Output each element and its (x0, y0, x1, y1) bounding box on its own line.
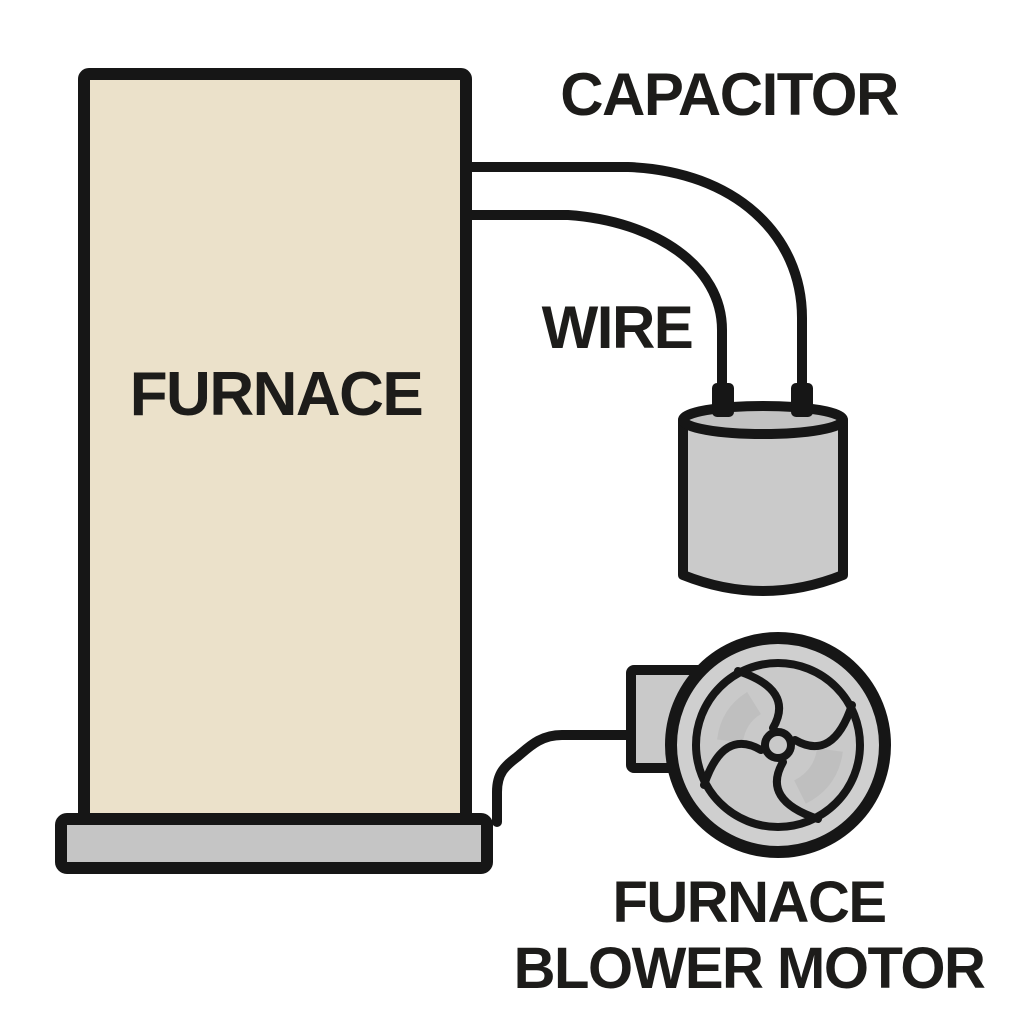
blower-motor-icon (626, 632, 891, 858)
wire-top (461, 162, 807, 395)
wire-bottom (461, 210, 727, 395)
fan-shade-lower-right (793, 747, 843, 804)
furnace-base (55, 813, 493, 874)
furnace-body (78, 68, 472, 826)
capacitor-top (678, 401, 848, 439)
capacitor-label: CAPACITOR (560, 61, 899, 128)
furnace-label: FURNACE (130, 360, 423, 429)
capacitor-wires (461, 162, 807, 395)
fan-shade-upper-left (717, 691, 762, 744)
capacitor-terminal-left-icon (712, 383, 734, 417)
wire-label: WIRE (542, 294, 693, 361)
furnace: FURNACE (55, 68, 493, 874)
blower-motor-label: FURNACE BLOWER MOTOR (514, 870, 987, 1001)
capacitor-body (678, 415, 848, 596)
blower-label-line2: BLOWER MOTOR (514, 936, 985, 1001)
fan-blades-icon (704, 667, 852, 819)
capacitor (678, 383, 848, 596)
fan-hub (761, 728, 795, 762)
capacitor-terminal-right-icon (791, 383, 813, 417)
blower-label-line1: FURNACE (612, 870, 885, 935)
motor-wire (492, 730, 641, 827)
fan-spoke (734, 667, 784, 732)
